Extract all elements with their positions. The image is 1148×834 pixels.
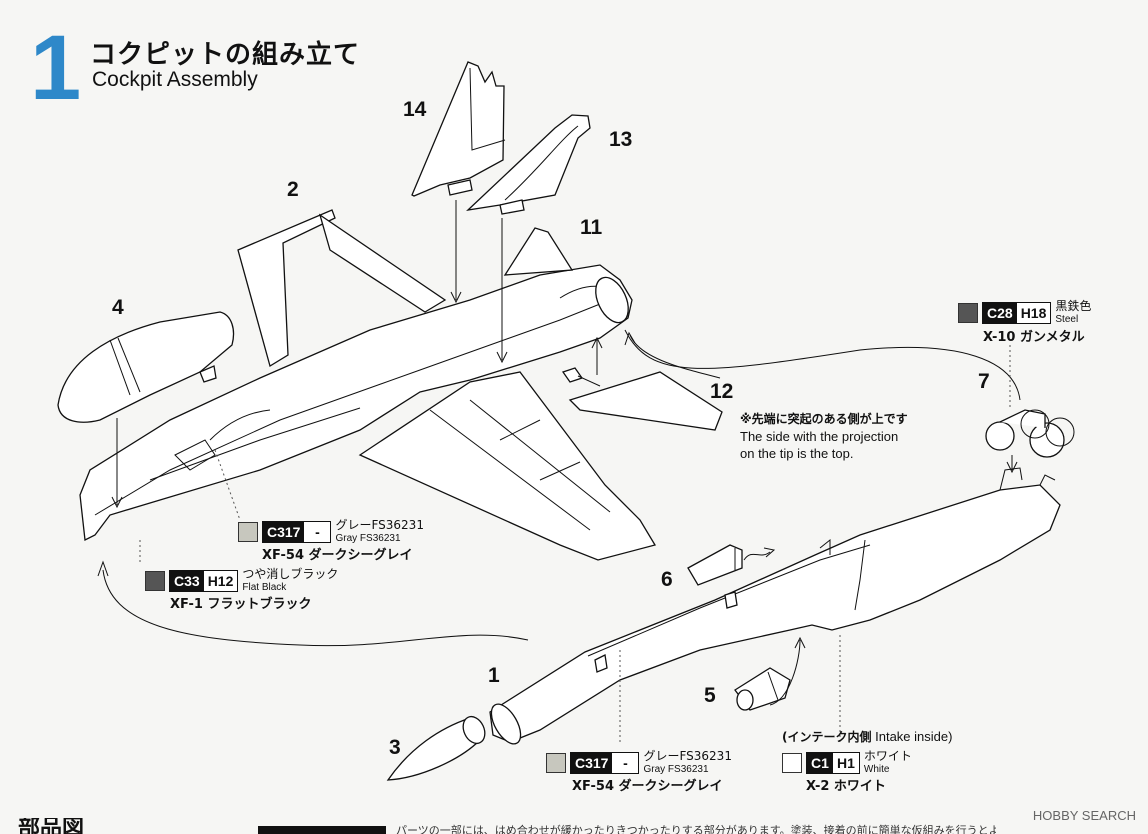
lower-fuselage-drawing: [489, 467, 1061, 745]
part5-drawing: [734, 667, 791, 711]
part12-note-jp: ※先端に突起のある側が上です: [740, 412, 908, 426]
color-swatch-icon: [958, 303, 978, 323]
paint-sub-gray-lower: XF-54 ダークシーグレイ: [572, 779, 723, 794]
intake-note-jp: (インテーク内側: [782, 730, 872, 744]
part-number-7: 7: [978, 370, 990, 393]
color-swatch-icon: [782, 753, 802, 773]
part-number-2: 2: [287, 178, 299, 201]
intake-note-en: Intake inside): [875, 729, 953, 744]
paint-name-jp: グレーFS36231: [643, 749, 732, 763]
step-title-jp: コクピットの組み立て: [90, 40, 361, 70]
paint-name-en: Gray FS36231: [335, 533, 401, 544]
canopy-drawing: [57, 311, 235, 423]
paint-code: C28: [983, 303, 1017, 323]
paint-code-2: H18: [1016, 303, 1051, 323]
paint-name-jp: ホワイト: [863, 749, 912, 763]
paint-name-jp: 黒鉄色: [1055, 299, 1092, 313]
paint-sub-flat-black: XF-1 フラットブラック: [170, 597, 312, 612]
paint-code: C317: [571, 753, 613, 773]
paint-name-en: White: [863, 764, 890, 775]
part-number-4: 4: [112, 296, 124, 319]
upper-fuselage-drawing: [79, 209, 723, 561]
color-swatch-icon: [546, 753, 566, 773]
step-number: 1: [30, 17, 82, 119]
part-number-11: 11: [580, 216, 603, 239]
step-title-en: Cockpit Assembly: [92, 68, 258, 91]
paint-name-en: Flat Black: [242, 582, 287, 593]
parts-list-heading: 部品図: [18, 818, 85, 834]
part12-note: ※先端に突起のある側が上です The side with the project…: [740, 410, 908, 462]
part-number-1: 1: [488, 664, 500, 687]
part6-drawing: [687, 544, 743, 586]
paint-code: C317: [263, 522, 305, 542]
part-number-5: 5: [704, 684, 716, 707]
part-number-12: 12: [710, 380, 734, 403]
nose-drawing: [386, 715, 486, 781]
part-number-3: 3: [389, 736, 401, 759]
bottom-note: パーツの一部には、はめ合わせが緩かったりきつかったりする部分があります。塗装、接…: [396, 824, 996, 834]
part12-note-en2: on the tip is the top.: [740, 446, 854, 461]
paint-code-2: H1: [832, 753, 859, 773]
watermark: HOBBY SEARCH: [1032, 808, 1136, 823]
part-number-6: 6: [661, 568, 673, 591]
paint-sub-white: X-2 ホワイト: [806, 779, 886, 794]
part14-drawing: [411, 61, 506, 197]
paint-name-jp: つや消しブラック: [242, 567, 339, 581]
color-swatch-icon: [238, 522, 258, 542]
part12-note-en1: The side with the projection: [740, 429, 899, 444]
part7-drawing: [985, 409, 1075, 458]
part-number-14: 14: [403, 98, 427, 121]
paint-name-jp: グレーFS36231: [335, 518, 424, 532]
paint-name-en: Steel: [1055, 314, 1079, 325]
paint-name-en: Gray FS36231: [643, 764, 709, 775]
paint-code-2: H12: [203, 571, 238, 591]
paint-code-2: -: [612, 753, 639, 773]
intake-note: (インテーク内側 Intake inside): [782, 728, 952, 746]
paint-code: C33: [170, 571, 204, 591]
black-bar: [258, 826, 386, 834]
color-swatch-icon: [145, 571, 165, 591]
part13-drawing: [466, 114, 591, 215]
paint-sub-gray-upper: XF-54 ダークシーグレイ: [262, 548, 413, 563]
part-number-13: 13: [609, 128, 633, 151]
paint-code: C1: [807, 753, 833, 773]
paint-code-2: -: [304, 522, 331, 542]
paint-sub-steel: X-10 ガンメタル: [983, 330, 1085, 345]
